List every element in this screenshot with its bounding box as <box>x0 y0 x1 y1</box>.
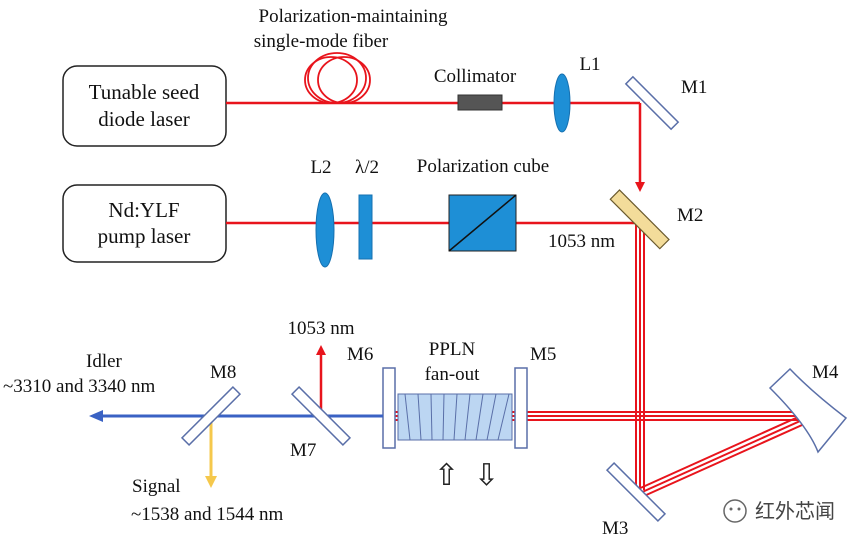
mirror-m7 <box>290 385 352 447</box>
lens-l1 <box>553 73 571 133</box>
m7-output-label: 1053 nm <box>287 318 354 339</box>
polarization-cube-diagonal <box>448 194 517 252</box>
mirror-m8 <box>180 385 242 447</box>
signal-label-1: Signal <box>132 476 181 497</box>
crystal-up-arrow-icon: ⇧ <box>434 458 459 493</box>
m3-label: M3 <box>602 518 628 539</box>
mirror-m5 <box>514 367 528 449</box>
m7-label: M7 <box>290 440 316 461</box>
pol-cube-label: Polarization cube <box>417 156 549 177</box>
signal-label-2: ~1538 and 1544 nm <box>131 504 283 525</box>
ppln-label-1: PPLN <box>429 339 476 360</box>
ppln-label-2: fan-out <box>425 364 481 385</box>
m4-label: M4 <box>812 362 839 383</box>
half-wave-label: λ/2 <box>355 157 379 178</box>
mirror-m3 <box>605 461 667 523</box>
m5-label: M5 <box>530 344 556 365</box>
seed-laser-label-2: diode laser <box>98 107 190 131</box>
pump-wavelength-label: 1053 nm <box>548 231 615 252</box>
half-wave-plate <box>358 194 373 260</box>
idler-label-1: Idler <box>86 351 123 372</box>
mirror-m2 <box>609 189 670 250</box>
seed-laser-label-1: Tunable seed <box>89 80 200 104</box>
collimator <box>457 94 503 111</box>
lens-l2 <box>315 192 335 268</box>
ppln-crystal <box>397 393 513 441</box>
m1-label: M1 <box>681 77 707 98</box>
mirror-m4 <box>768 367 848 454</box>
m6-label: M6 <box>347 344 373 365</box>
fiber-label-2: single-mode fiber <box>254 31 389 52</box>
watermark: 红外芯闻 <box>723 499 835 523</box>
fiber-label-1: Polarization-maintaining <box>259 6 448 27</box>
combined-beam-vertical <box>635 216 645 490</box>
collimator-label: Collimator <box>434 66 517 87</box>
cavity-diagonal-beam <box>635 412 812 497</box>
l2-label: L2 <box>310 157 331 178</box>
idler-label-2: ~3310 and 3340 nm <box>3 376 155 397</box>
pump-laser-label-2: pump laser <box>98 224 191 248</box>
fiber-coil-icon <box>304 52 371 104</box>
m8-label: M8 <box>210 362 236 383</box>
mirror-m6 <box>382 367 396 449</box>
wechat-icon <box>723 499 747 523</box>
seed-laser-box <box>62 65 227 147</box>
l1-label: L1 <box>579 54 600 75</box>
crystal-down-arrow-icon: ⇩ <box>474 458 499 493</box>
watermark-text: 红外芯闻 <box>755 499 835 523</box>
m2-label: M2 <box>677 205 703 226</box>
mirror-m1 <box>624 75 680 131</box>
pump-laser-label-1: Nd:YLF <box>108 198 179 222</box>
